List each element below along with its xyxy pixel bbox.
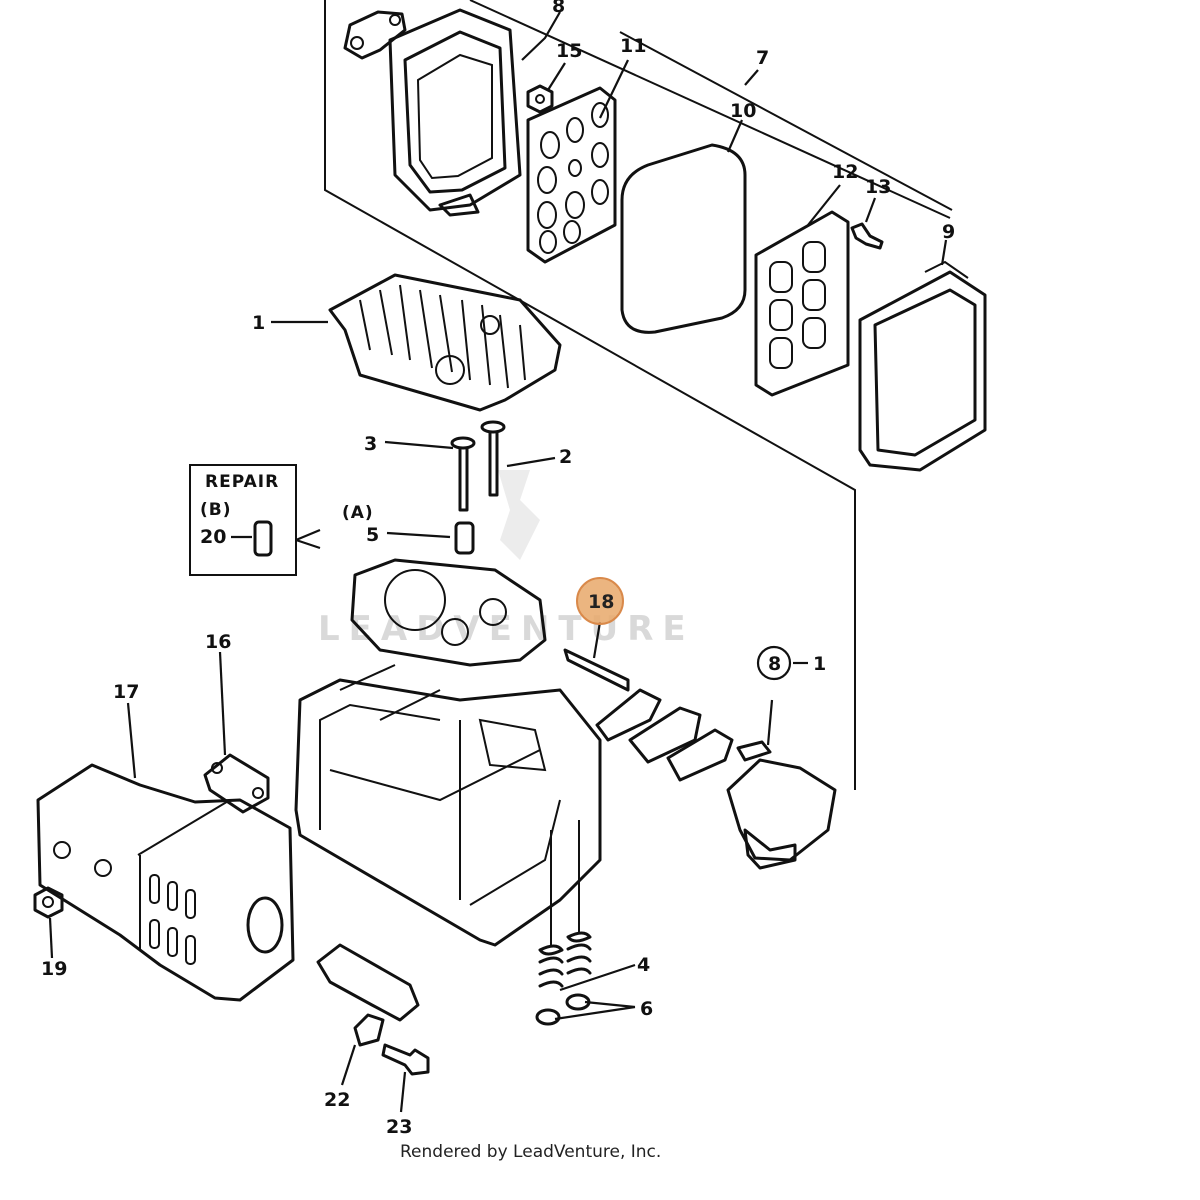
callout-1: 1	[252, 312, 265, 334]
repair-box: REPAIR (B) 20 (A)	[189, 464, 374, 576]
callout-18: 18	[588, 591, 614, 613]
carburetor	[726, 740, 837, 870]
leader-lines	[48, 11, 948, 1113]
screw-13	[850, 222, 884, 250]
callout-11: 11	[620, 35, 646, 57]
spring-retainers	[535, 993, 591, 1026]
callout-13: 13	[865, 176, 891, 198]
air-cleaner-gasket	[343, 10, 407, 60]
callout-16: 16	[205, 631, 231, 653]
valve-guide	[454, 521, 475, 555]
repair-option-a: (A)	[342, 503, 374, 523]
watermark: LEADVENTURE	[318, 470, 695, 649]
repair-option-b: (B)	[200, 500, 232, 520]
spark-deflector	[316, 943, 420, 1047]
callout-8: 8	[552, 0, 565, 17]
callout-12: 12	[832, 161, 858, 183]
callout-9: 9	[942, 221, 955, 243]
callout-6: 6	[640, 998, 653, 1020]
element-plate	[754, 210, 850, 397]
nut-15	[526, 84, 554, 114]
cylinder-head	[328, 273, 562, 412]
highlighted-callout-18[interactable]: 18	[576, 577, 624, 625]
callout-2: 2	[559, 446, 572, 468]
callout-8-ref: 8	[768, 653, 781, 675]
valves	[450, 420, 506, 512]
air-cleaner-cover	[858, 260, 987, 472]
nut-19	[33, 886, 64, 919]
assembly-bracket	[324, 0, 953, 790]
callout-15: 15	[556, 40, 582, 62]
callout-20: 20	[200, 526, 226, 548]
pre-cleaner-plate	[526, 86, 617, 264]
callout-4: 4	[637, 954, 650, 976]
repair-title: REPAIR	[205, 472, 279, 492]
ref-circle-8: 8	[756, 645, 792, 681]
callout-19: 19	[41, 958, 67, 980]
callout-1-ref: 1	[813, 653, 826, 675]
callout-3: 3	[364, 433, 377, 455]
stud-18	[563, 648, 630, 692]
muffler-gasket	[203, 753, 270, 814]
footer-credit: Rendered by LeadVenture, Inc.	[400, 1142, 661, 1162]
callout-23: 23	[386, 1116, 412, 1138]
muffler	[36, 763, 295, 1002]
valve-springs	[538, 820, 592, 988]
watermark-text: LEADVENTURE	[318, 609, 695, 649]
callout-5: 5	[366, 524, 379, 546]
callout-22: 22	[324, 1089, 350, 1111]
engine-block	[294, 558, 602, 947]
callout-labels: 8 15 11 7 10 12 13 9 1 3 2 5 16 17 4 6 1…	[41, 0, 955, 1138]
air-filter-element	[620, 143, 747, 334]
callout-10: 10	[730, 100, 756, 122]
callout-7: 7	[756, 47, 769, 69]
air-cleaner-base	[388, 8, 522, 217]
intake-gaskets	[595, 688, 734, 782]
callout-17: 17	[113, 681, 139, 703]
bolt-23	[381, 1043, 430, 1076]
